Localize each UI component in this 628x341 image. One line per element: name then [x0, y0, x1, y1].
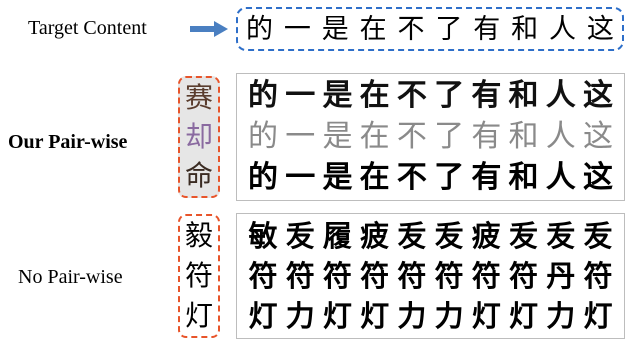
- target-char: 一: [283, 13, 311, 45]
- output-char: 疲: [360, 218, 390, 253]
- output-char: 了: [434, 159, 465, 195]
- our-output-grid: 的 一 是 在 不 了 有 和 人 这 的 一 是 在 不 了 有 和 人 这 …: [236, 73, 625, 201]
- output-row: 符 符 符 符 符 符 符 符 丹 符: [245, 258, 616, 293]
- output-char: 叐: [285, 218, 315, 253]
- output-char: 灯: [360, 298, 390, 333]
- output-char: 是: [322, 78, 353, 114]
- output-char: 丹: [546, 258, 576, 293]
- output-char: 和: [508, 118, 539, 154]
- output-char: 力: [397, 298, 427, 333]
- output-char: 叐: [583, 218, 613, 253]
- target-char: 人: [549, 13, 576, 45]
- target-char: 和: [511, 13, 539, 45]
- output-char: 符: [322, 258, 352, 293]
- target-char: 的: [246, 13, 273, 45]
- output-char: 不: [396, 78, 427, 114]
- output-char: 是: [322, 118, 353, 154]
- target-char: 不: [397, 13, 425, 45]
- output-char: 有: [471, 159, 502, 195]
- output-char: 这: [582, 118, 613, 154]
- output-char: 力: [285, 298, 315, 333]
- target-char: 在: [359, 13, 387, 45]
- output-char: 灯: [471, 298, 501, 333]
- target-char: 是: [321, 13, 349, 45]
- output-char: 符: [360, 258, 390, 293]
- output-char: 的: [248, 78, 278, 114]
- no-pairwise-label: No Pair-wise: [18, 266, 123, 288]
- output-row: 的 一 是 在 不 了 有 和 人 这: [245, 159, 616, 195]
- reference-char: 却: [184, 119, 213, 153]
- output-char: 和: [508, 159, 539, 195]
- output-char: 和: [508, 78, 539, 114]
- output-char: 叐: [546, 218, 576, 253]
- output-char: 力: [434, 298, 464, 333]
- output-char: 灯: [583, 298, 613, 333]
- target-char: 有: [473, 13, 501, 45]
- output-char: 叐: [397, 218, 427, 253]
- output-char: 灯: [322, 298, 352, 333]
- output-char: 不: [396, 159, 427, 195]
- output-char: 是: [322, 159, 353, 195]
- reference-char: 命: [184, 159, 213, 193]
- output-char: 力: [546, 298, 576, 333]
- output-char: 符: [471, 258, 501, 293]
- output-char: 符: [397, 258, 427, 293]
- output-char: 一: [285, 159, 316, 195]
- output-char: 这: [582, 78, 613, 114]
- output-char: 疲: [471, 218, 501, 253]
- output-char: 符: [248, 258, 278, 293]
- output-char: 灯: [248, 298, 278, 333]
- reference-char: 赛: [184, 80, 213, 114]
- target-char: 这: [586, 13, 614, 45]
- output-char: 人: [545, 118, 576, 154]
- target-content-label: Target Content: [28, 17, 147, 39]
- output-char: 人: [545, 78, 576, 114]
- output-char: 人: [545, 159, 576, 195]
- no-pairwise-reference-column: 毅 符 灯: [178, 214, 220, 338]
- output-char: 在: [359, 78, 390, 114]
- output-char: 有: [471, 78, 502, 114]
- target-content-box: 的 一 是 在 不 了 有 和 人 这: [236, 7, 624, 51]
- arrow-right-icon: [190, 21, 228, 37]
- output-char: 叐: [509, 218, 539, 253]
- output-char: 有: [471, 118, 502, 154]
- output-row: 的 一 是 在 不 了 有 和 人 这: [245, 118, 616, 154]
- reference-char: 灯: [184, 299, 213, 332]
- target-char: 了: [435, 13, 463, 45]
- output-char: 灯: [509, 298, 539, 333]
- output-row: 的 一 是 在 不 了 有 和 人 这: [245, 81, 616, 111]
- output-char: 了: [434, 78, 465, 114]
- reference-char: 符: [184, 259, 213, 292]
- output-char: 符: [434, 258, 464, 293]
- output-char: 不: [396, 118, 427, 154]
- output-char: 的: [248, 159, 278, 195]
- output-row: 灯 力 灯 灯 力 力 灯 灯 力 灯: [245, 298, 616, 333]
- output-char: 一: [285, 78, 316, 114]
- output-char: 一: [285, 118, 316, 154]
- our-reference-column: 赛 却 命: [178, 76, 220, 198]
- no-pairwise-output-grid: 敏 叐 履 疲 叐 叐 疲 叐 叐 叐 符 符 符 符 符 符 符 符 丹 符 …: [236, 213, 625, 339]
- output-char: 符: [583, 258, 613, 293]
- output-char: 履: [322, 218, 352, 253]
- output-char: 在: [359, 159, 390, 195]
- our-pairwise-label: Our Pair-wise: [8, 131, 128, 153]
- output-row: 敏 叐 履 疲 叐 叐 疲 叐 叐 叐: [245, 218, 616, 253]
- output-char: 了: [434, 118, 465, 154]
- output-char: 符: [509, 258, 539, 293]
- output-char: 的: [248, 118, 278, 154]
- output-char: 在: [359, 118, 390, 154]
- output-char: 这: [582, 159, 613, 195]
- output-char: 符: [285, 258, 315, 293]
- output-char: 敏: [248, 218, 278, 253]
- output-char: 叐: [434, 218, 464, 253]
- reference-char: 毅: [184, 219, 213, 252]
